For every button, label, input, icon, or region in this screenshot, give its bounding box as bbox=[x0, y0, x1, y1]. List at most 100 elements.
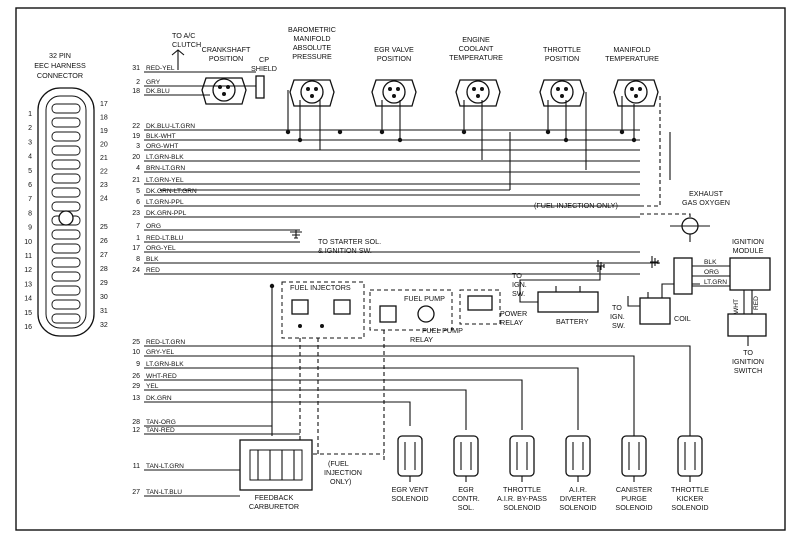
connector-pin-right: 31 bbox=[100, 308, 108, 315]
top-wire-color: DK.BLU bbox=[146, 88, 170, 95]
connector-pin-left: 6 bbox=[28, 182, 32, 189]
fuel-pump-relay-label-2: RELAY bbox=[410, 335, 433, 344]
connector-pin-left: 14 bbox=[24, 296, 32, 303]
connector-pin-right: 25 bbox=[100, 224, 108, 231]
harness-connector: 32 PIN EEC HARNESS CONNECTOR 12345678910… bbox=[24, 51, 108, 337]
connector-pin-right: 27 bbox=[100, 252, 108, 259]
top-wire-pin: 3 bbox=[136, 143, 140, 150]
connector-slot bbox=[51, 187, 81, 198]
module-wire-red: RED bbox=[753, 296, 760, 310]
fuel-inj-only2-label-1: (FUEL bbox=[328, 459, 349, 468]
solenoid-label: KICKER bbox=[677, 494, 704, 503]
tps-label-2: POSITION bbox=[545, 54, 579, 63]
top-wire-color: ORG-WHT bbox=[146, 143, 178, 150]
mat-label-2: TEMPERATURE bbox=[605, 54, 659, 63]
bottom-wire-color: TAN-RED bbox=[146, 427, 175, 434]
bottom-wire-pin: 10 bbox=[132, 349, 140, 356]
to-ign-sw2-label-3: SW. bbox=[612, 321, 625, 330]
to-ignition-switch-label-1: TO bbox=[743, 348, 753, 357]
top-wire-color: RED-YEL bbox=[146, 65, 175, 72]
crank-label-1: CRANKSHAFT bbox=[202, 45, 251, 54]
connector-slot bbox=[51, 285, 81, 296]
solenoid-label: SOL. bbox=[458, 503, 474, 512]
bottom-wire-line bbox=[144, 389, 467, 430]
top-wire-pin: 8 bbox=[136, 256, 140, 263]
bottom-wire-pin: 27 bbox=[132, 489, 140, 496]
egrpos-label-2: POSITION bbox=[377, 54, 411, 63]
connector-pin-left: 11 bbox=[25, 253, 32, 260]
module-wire-wht: WHT bbox=[733, 299, 740, 314]
ac-clutch-label-2: CLUTCH bbox=[172, 40, 201, 49]
top-wire-color: BRN-LT.GRN bbox=[146, 165, 185, 172]
connector-pin-left: 10 bbox=[24, 239, 32, 246]
fuel-pump: FUEL PUMP FUEL PUMP RELAY bbox=[369, 289, 463, 344]
sensors: TO A/C CLUTCH CRANKSHAFT POSITION CP SHI… bbox=[171, 25, 659, 107]
connector-pin-left: 7 bbox=[28, 196, 32, 203]
ignition-module-label-2: MODULE bbox=[733, 246, 764, 255]
top-wire-pin: 31 bbox=[132, 65, 140, 72]
connector-pin-left: 12 bbox=[24, 267, 32, 274]
connector-pin-left: 16 bbox=[24, 324, 32, 331]
top-wire-pin: 21 bbox=[132, 177, 140, 184]
tps-label-1: THROTTLE bbox=[543, 45, 581, 54]
connector-slot bbox=[51, 299, 81, 310]
feedback-label-2: CARBURETOR bbox=[249, 502, 299, 511]
bottom-wire-color: GRY-YEL bbox=[146, 349, 175, 356]
top-wire-pin: 4 bbox=[136, 165, 140, 172]
top-wire-pin: 23 bbox=[132, 210, 140, 217]
sensor-crank bbox=[201, 77, 247, 105]
solenoid-label: PURGE bbox=[621, 494, 647, 503]
top-wire-color: DK.GRN-PPL bbox=[146, 210, 187, 217]
bottom-wire-line bbox=[144, 355, 635, 436]
fuel-inj-only2-label-2: INJECTION bbox=[324, 468, 362, 477]
solenoid-label: A.I.R. bbox=[569, 485, 587, 494]
bottom-wire-color: YEL bbox=[146, 383, 159, 390]
connector-slot bbox=[51, 103, 81, 114]
bottom-wire-pin: 28 bbox=[132, 419, 140, 426]
top-wire-color: BLK-WHT bbox=[146, 133, 176, 140]
connector-pin-left: 2 bbox=[28, 125, 32, 132]
sensor-baro bbox=[289, 79, 335, 107]
solenoid-label: DIVERTER bbox=[560, 494, 596, 503]
fuel-injectors: FUEL INJECTORS bbox=[281, 281, 365, 339]
exhaust-gas-oxygen-sensor: EXHAUST GAS OXYGEN bbox=[670, 189, 730, 242]
to-ign-sw-label-2: IGN. bbox=[512, 280, 527, 289]
battery: BATTERY bbox=[519, 266, 601, 326]
to-ign-sw2-label-1: TO bbox=[612, 303, 622, 312]
diagram-frame bbox=[15, 7, 786, 531]
bottom-wire-pin: 11 bbox=[133, 463, 140, 470]
cp-shield-label-1: CP bbox=[259, 55, 269, 64]
exhaust-label-2: GAS OXYGEN bbox=[682, 198, 730, 207]
connector-title-2: EEC HARNESS bbox=[34, 61, 86, 70]
fuel-inj-only2-label-3: ONLY) bbox=[330, 477, 351, 486]
solenoid-label: EGR bbox=[458, 485, 474, 494]
connector-pin-right: 26 bbox=[100, 238, 108, 245]
ignition-module-label-1: IGNITION bbox=[732, 237, 764, 246]
fuel-pump-relay-label-1: FUEL PUMP bbox=[422, 326, 463, 335]
solenoid-label: A.I.R. BY-PASS bbox=[497, 494, 547, 503]
bottom-wire-pin: 29 bbox=[132, 383, 140, 390]
connector-slot bbox=[51, 201, 81, 212]
fuel-injection-only-label: (FUEL INJECTION ONLY) bbox=[534, 201, 618, 210]
mat-label-1: MANIFOLD bbox=[613, 45, 650, 54]
bottom-wire-pin: 25 bbox=[132, 339, 140, 346]
battery-label: BATTERY bbox=[556, 317, 589, 326]
starter-label-2: & IGNITION SW. bbox=[318, 246, 372, 255]
solenoid-label: CANISTER bbox=[616, 485, 652, 494]
to-ign-sw-label-1: TO bbox=[512, 271, 522, 280]
module-wire-ltgrn: LT.GRN bbox=[704, 279, 727, 286]
connector-pin-left: 8 bbox=[28, 210, 32, 217]
bottom-wire-line bbox=[144, 401, 411, 426]
connector-slot bbox=[51, 145, 81, 156]
connector-pin-right: 20 bbox=[100, 142, 108, 149]
cp-shield-label-2: SHIELD bbox=[251, 64, 277, 73]
egrpos-label-1: EGR VALVE bbox=[374, 45, 414, 54]
power-relay: TO IGN. SW. POWER RELAY bbox=[459, 271, 527, 327]
sensor-mat bbox=[613, 79, 659, 107]
connector-slot bbox=[51, 229, 81, 240]
ac-clutch-label-1: TO A/C bbox=[172, 31, 195, 40]
top-wire-color: BLK bbox=[146, 256, 159, 263]
